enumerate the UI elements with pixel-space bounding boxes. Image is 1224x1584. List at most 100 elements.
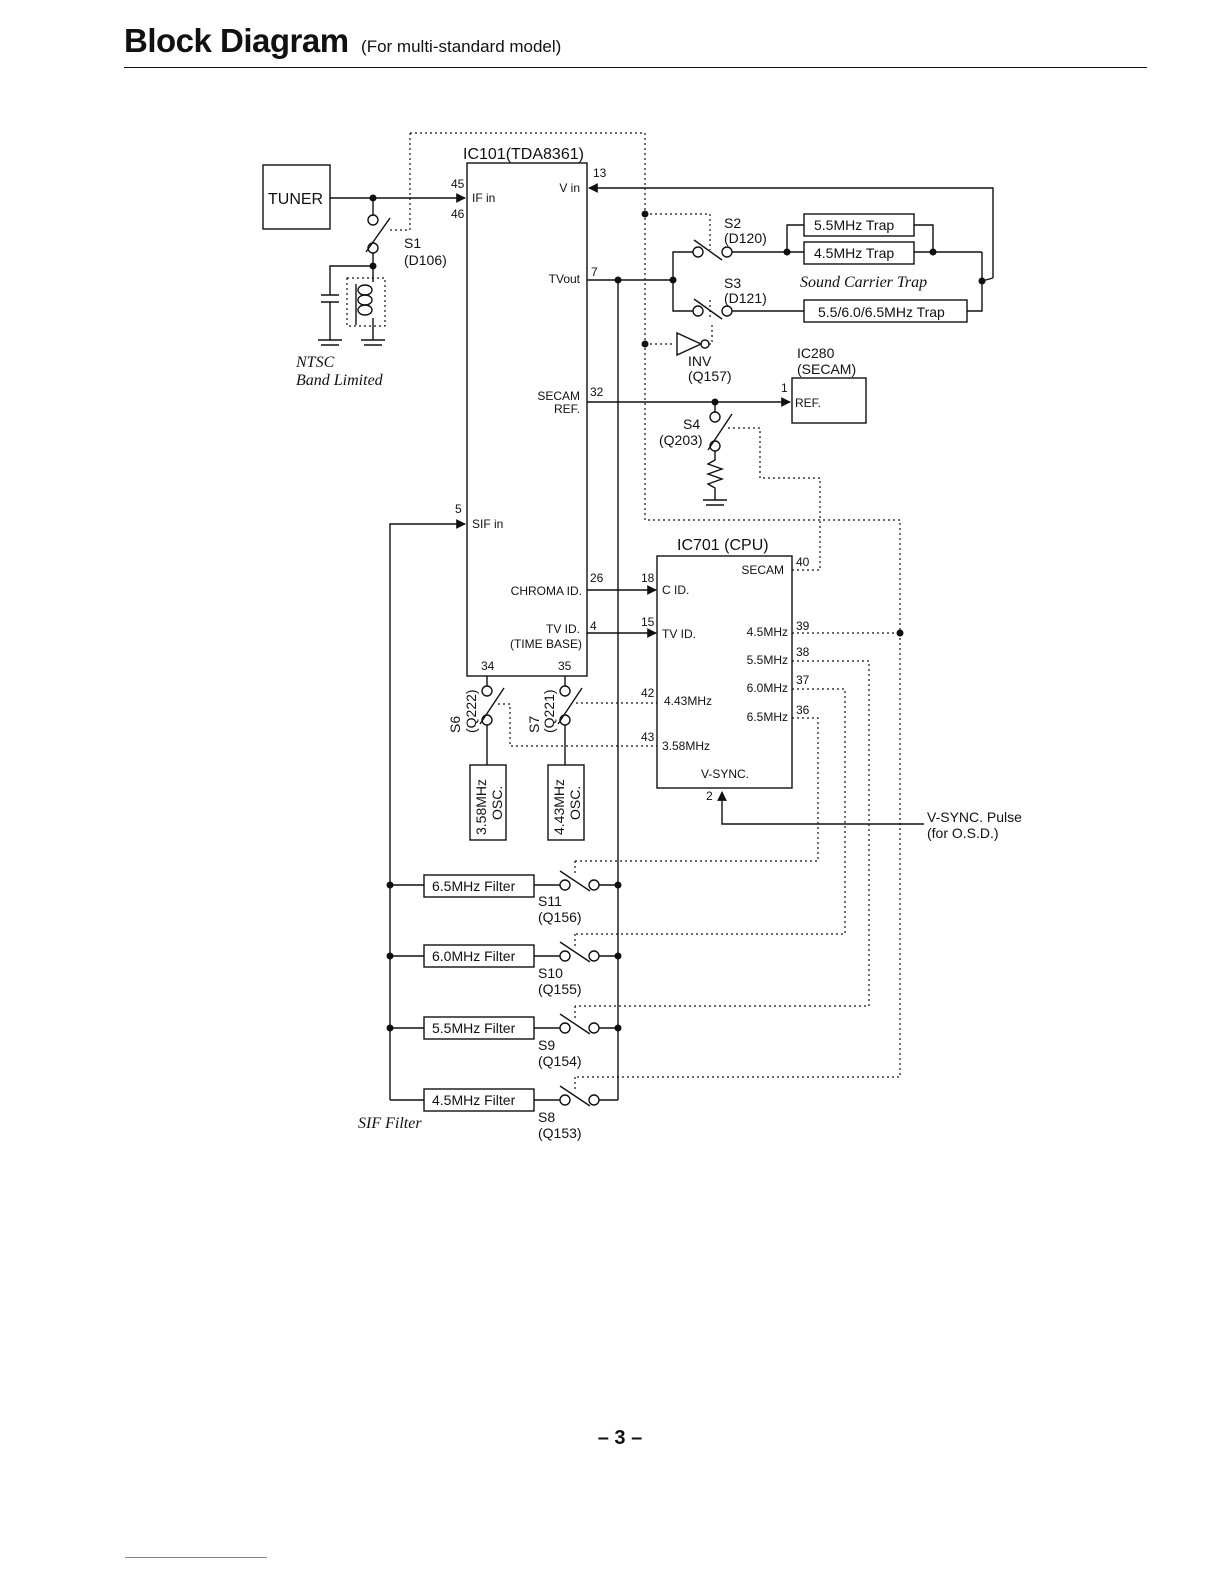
inv-device: (Q157): [688, 368, 732, 384]
s7-device: (Q221): [541, 689, 557, 733]
ic701-pin2: 2: [706, 789, 713, 803]
ic101-if-in: IF in: [472, 191, 495, 205]
filter-5-5mhz-label: 5.5MHz Filter: [432, 1020, 516, 1036]
ic280-title: IC280: [797, 345, 835, 361]
ic280-ref: REF.: [795, 396, 821, 410]
ic701-6-5mhz: 6.5MHz: [747, 710, 788, 724]
s10-device: (Q155): [538, 981, 582, 997]
trap-multi: 5.5/6.0/6.5MHz Trap: [818, 304, 945, 320]
vsync-pulse-line: [717, 791, 924, 825]
s11-label: S11: [538, 893, 562, 909]
s3-label: S3: [724, 275, 741, 291]
ic101-time-base: (TIME BASE): [510, 637, 582, 651]
ic101-pin4: 4: [590, 619, 597, 633]
osc-4-43mhz-label: 4.43MHz: [551, 779, 567, 835]
ic701-tv-id: TV ID.: [662, 627, 696, 641]
ic701-pin40: 40: [796, 555, 810, 569]
ic101-ref-label: REF.: [554, 402, 580, 416]
filter-4-5mhz-label: 4.5MHz Filter: [432, 1092, 516, 1108]
ctrl-6-0mhz-line: [575, 688, 846, 935]
ic101-pin32: 32: [590, 385, 604, 399]
ic101-dotted-boundary: [409, 132, 901, 1078]
tvout-network: [587, 213, 994, 323]
ntsc-label: NTSC: [295, 354, 335, 371]
filter-6-0mhz-label: 6.0MHz Filter: [432, 948, 516, 964]
ic280-block: IC280 (SECAM) 1 REF.: [781, 345, 867, 424]
s8-device: (Q153): [538, 1125, 582, 1141]
s7-switch: [557, 676, 657, 765]
filter-6-5mhz-label: 6.5MHz Filter: [432, 878, 516, 894]
ic101-pin35: 35: [558, 659, 572, 673]
tuner-block: TUNER: [262, 164, 331, 230]
ic701-3-58mhz: 3.58MHz: [662, 739, 710, 753]
sif-filter-4-5mhz-row: [390, 1077, 618, 1112]
ic701-pin18: 18: [641, 571, 655, 585]
ntsc-band-limited-label: Band Limited: [296, 372, 384, 389]
ic101-tv-id: TV ID.: [546, 622, 580, 636]
s7-label: S7: [526, 716, 542, 733]
ic701-6-0mhz: 6.0MHz: [747, 681, 788, 695]
s10-label: S10: [538, 965, 563, 981]
ctrl-6-5mhz-line: [575, 717, 819, 862]
trap-4-5mhz: 4.5MHz Trap: [814, 245, 894, 261]
ic101-pin7: 7: [591, 265, 598, 279]
ic101-tvout: TVout: [549, 272, 581, 286]
ic101-secam-label: SECAM: [537, 389, 580, 403]
s6-label: S6: [447, 716, 463, 733]
ic101-sif-in: SIF in: [472, 517, 503, 531]
osc-3-58mhz-label: 3.58MHz: [473, 779, 489, 835]
s6-switch: [479, 676, 657, 765]
osc-3-58mhz-osc: OSC.: [489, 786, 505, 820]
tuner-label: TUNER: [268, 191, 323, 208]
s1-label: S1: [404, 235, 421, 251]
s8-label: S8: [538, 1109, 555, 1125]
ic701-c-id: C ID.: [662, 583, 689, 597]
osc-4-43mhz-block: 4.43MHz OSC.: [547, 764, 585, 841]
inv-label: INV: [688, 353, 712, 369]
ic701-vsync: V-SYNC.: [701, 767, 749, 781]
osc-4-43mhz-osc: OSC.: [567, 786, 583, 820]
s1-device: (D106): [404, 252, 447, 268]
vsync-pulse-label: V-SYNC. Pulse: [927, 809, 1022, 825]
ic701-pin36: 36: [796, 703, 810, 717]
ic101-pin34: 34: [481, 659, 495, 673]
footer-link-rule[interactable]: [125, 1557, 267, 1558]
s2-device: (D120): [724, 230, 767, 246]
vsync-pulse-note: (for O.S.D.): [927, 825, 999, 841]
ic101-pin26: 26: [590, 571, 604, 585]
page-title: Block Diagram (For multi-standard model): [124, 22, 561, 60]
s4-device: (Q203): [659, 432, 703, 448]
ic101-pin5: 5: [455, 502, 462, 516]
sif-in-line: [389, 519, 466, 1100]
page-title-main: Block Diagram: [124, 22, 349, 59]
s9-device: (Q154): [538, 1053, 582, 1069]
v-in-line: [588, 183, 994, 278]
s2-label: S2: [724, 215, 741, 231]
ic101-block: IC101(TDA8361) 45 46 13 7 32 5 26 4 34 3…: [451, 146, 607, 677]
page-subtitle: (For multi-standard model): [361, 37, 562, 56]
ic701-pin15: 15: [641, 615, 655, 629]
s6-device: (Q222): [463, 689, 479, 733]
ic280-secam: (SECAM): [797, 361, 856, 377]
ic280-pin1: 1: [781, 381, 788, 395]
ic101-chroma-id: CHROMA ID.: [511, 584, 582, 598]
ic701-secam: SECAM: [741, 563, 784, 577]
ic701-pin43: 43: [641, 730, 655, 744]
ic701-pin37: 37: [796, 673, 810, 687]
ic701-4-43mhz: 4.43MHz: [664, 694, 712, 708]
ic101-pin13: 13: [593, 166, 607, 180]
osc-3-58mhz-block: 3.58MHz OSC.: [469, 764, 507, 841]
ic701-title: IC701 (CPU): [677, 537, 769, 554]
ic101-pin46: 46: [451, 207, 465, 221]
trap-5-5mhz: 5.5MHz Trap: [814, 217, 894, 233]
s3-device: (D121): [724, 290, 767, 306]
ic101-v-in: V in: [559, 181, 580, 195]
title-rule: [124, 67, 1147, 68]
ic101-pin45: 45: [451, 177, 465, 191]
page-number: – 3 –: [597, 1427, 643, 1449]
ic701-pin42: 42: [641, 686, 655, 700]
sif-filter-6-0mhz-row: [386, 934, 622, 968]
inv-buffer: [641, 210, 713, 357]
s9-label: S9: [538, 1037, 555, 1053]
